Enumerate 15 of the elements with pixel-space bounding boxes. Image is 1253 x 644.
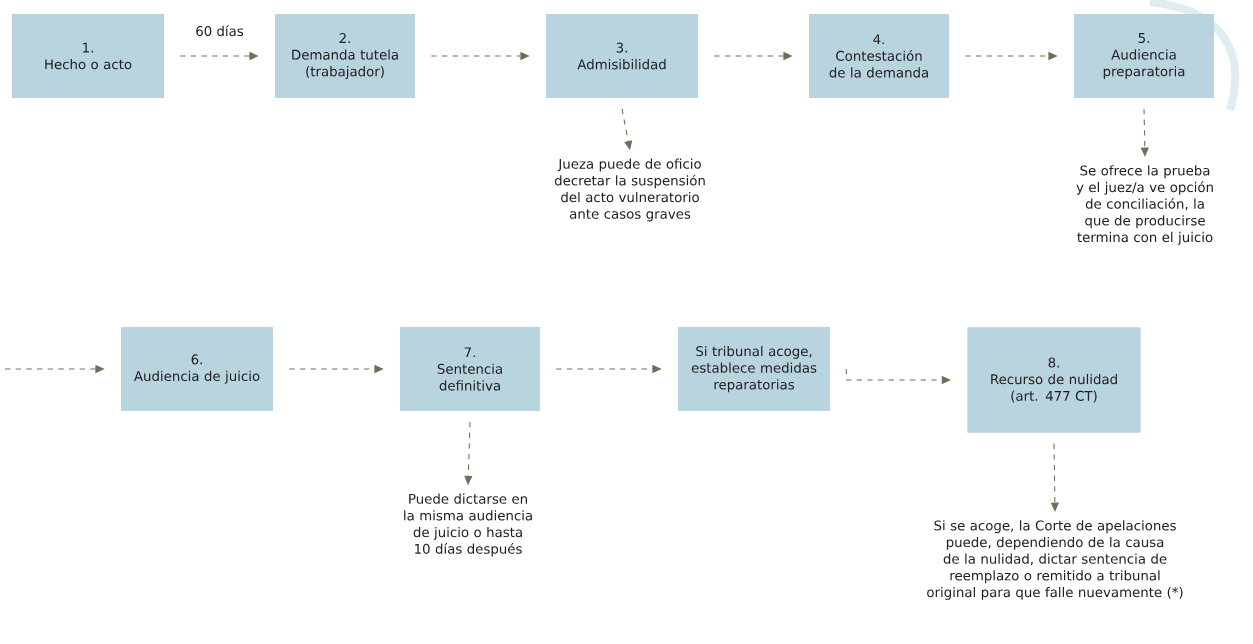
process-box: 1. Hecho o acto <box>12 14 164 98</box>
note-text: Si se acoge, la Corte de apelaciones puede, dependiendo de la causa de la nulidad, dictar sentencia de reemplazo o remitido a tribunal original para que falle nuevamente (*) <box>927 520 1183 600</box>
process-box: 3. Admisibilidad <box>546 14 698 98</box>
note-text: Jueza puede de oficio decretar la suspensión del acto vulneratorio ante casos graves <box>554 158 705 222</box>
process-box: 5. Audiencia preparatoria <box>1074 14 1214 98</box>
edge-label: 60 días <box>196 25 244 37</box>
note-text: Se ofrece la prueba y el juez/a ve opción de conciliación, la que de producirse termina con el juicio <box>1076 165 1213 245</box>
arrow <box>1140 108 1149 157</box>
process-box: 8. Recurso de nulidad (art. 477 CT) <box>967 327 1141 433</box>
process-box: 2. Demanda tutela (trabajador) <box>275 14 415 98</box>
note-text: Puede dictarse en la misma audiencia de juicio o hasta 10 días después <box>404 493 532 557</box>
process-box: 7. Sentencia definitiva <box>400 327 540 411</box>
process-box: 6. Audiencia de juicio <box>121 327 273 411</box>
process-box: Si tribunal acoge, establece medidas reparatorias <box>678 327 830 411</box>
process-box: 4. Contestación de la demanda <box>809 14 949 98</box>
